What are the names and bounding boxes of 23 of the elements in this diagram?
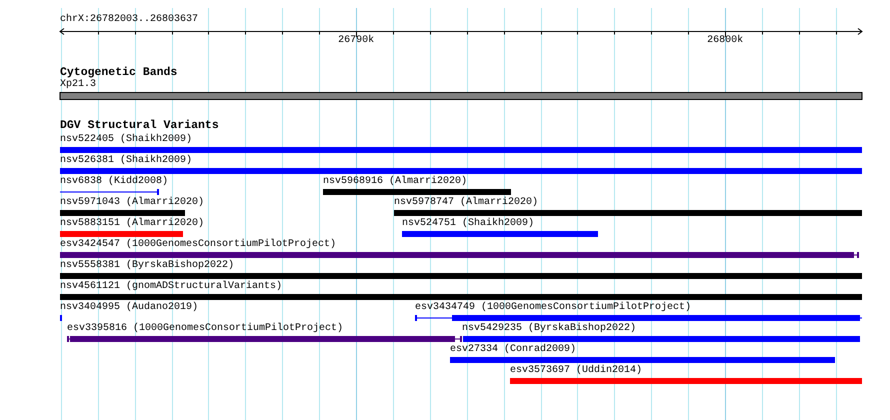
- track-title: Cytogenetic Bands: [60, 67, 178, 79]
- variant-label: nsv4561121 (gnomADStructuralVariants): [60, 281, 282, 292]
- variant-label: nsv6838 (Kidd2008): [60, 176, 168, 187]
- variant-label: nsv5558381 (ByrskaBishop2022): [60, 260, 234, 271]
- variant-label: esv27334 (Conrad2009): [450, 344, 576, 355]
- variant-label: nsv526381 (Shaikh2009): [60, 155, 192, 166]
- variant-label: nsv5968916 (Almarri2020): [323, 176, 468, 187]
- locus-coordinates: chrX:26782003..26803637: [60, 14, 198, 25]
- scale-tick-label: 26800k: [707, 35, 744, 46]
- variant-label: esv3434749 (1000GenomesConsortiumPilotProject): [415, 302, 692, 313]
- scale-tick-label: 26790k: [338, 35, 374, 46]
- variant-label: nsv524751 (Shaikh2009): [402, 218, 534, 229]
- variant-label: nsv5429235 (ByrskaBishop2022): [462, 323, 636, 334]
- variant-label: esv3395816 (1000GenomesConsortiumPilotProject): [67, 323, 344, 334]
- variant-label: nsv522405 (Shaikh2009): [60, 134, 192, 145]
- variant-label: nsv5978747 (Almarri2020): [394, 197, 538, 208]
- variant-label: esv3573697 (Uddin2014): [510, 365, 642, 376]
- variant-label: nsv5883151 (Almarri2020): [60, 218, 204, 229]
- band-name: Xp21.3: [60, 79, 96, 90]
- variant-label: nsv3404995 (Audano2019): [60, 302, 198, 313]
- variant-label: esv3424547 (1000GenomesConsortiumPilotProject): [60, 239, 336, 250]
- variant-label: nsv5971043 (Almarri2020): [60, 197, 204, 208]
- track-title: DGV Structural Variants: [60, 120, 219, 132]
